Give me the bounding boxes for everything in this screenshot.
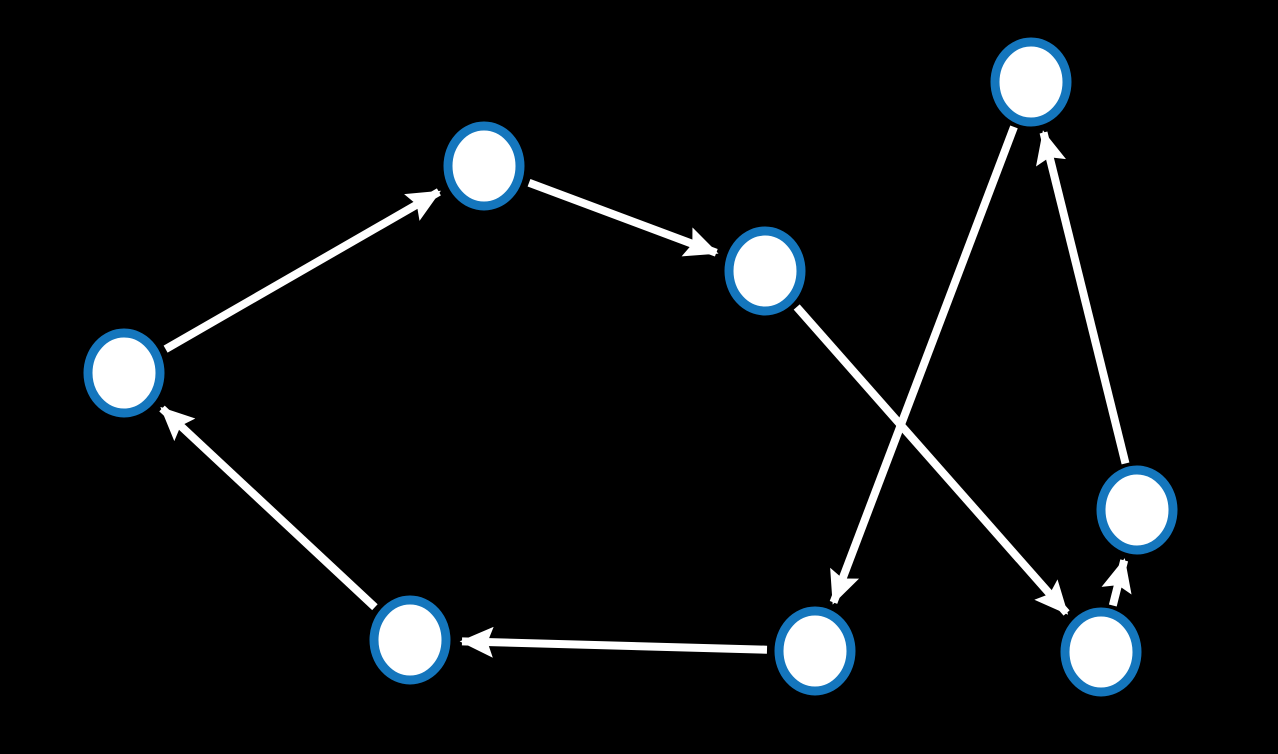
nodes-layer: [83, 37, 1178, 697]
edge-arrow-n5-n1: [1036, 130, 1130, 465]
graph-node-bottom-middle: [774, 606, 856, 696]
graph-node-bottom-left: [369, 595, 451, 685]
edge-arrow-n4-n2: [163, 188, 441, 353]
edge-arrow-n7-n6: [459, 626, 768, 658]
graph-node-upper-middle: [443, 121, 525, 211]
graph-node-bottom-right: [1060, 607, 1142, 697]
graph-node-top-right: [990, 37, 1072, 127]
edge-arrow-n6-n4: [159, 405, 378, 611]
graph-node-center: [724, 226, 806, 316]
edge-arrow-n3-n8: [793, 304, 1070, 616]
edge-arrow-n2-n3: [527, 179, 719, 257]
graph-node-right: [1096, 465, 1178, 555]
graph-node-left: [83, 328, 165, 418]
edge-arrow-n1-n7: [829, 125, 1018, 605]
edges-layer: [159, 125, 1132, 658]
edge-arrow-n8-n5: [1101, 558, 1132, 607]
